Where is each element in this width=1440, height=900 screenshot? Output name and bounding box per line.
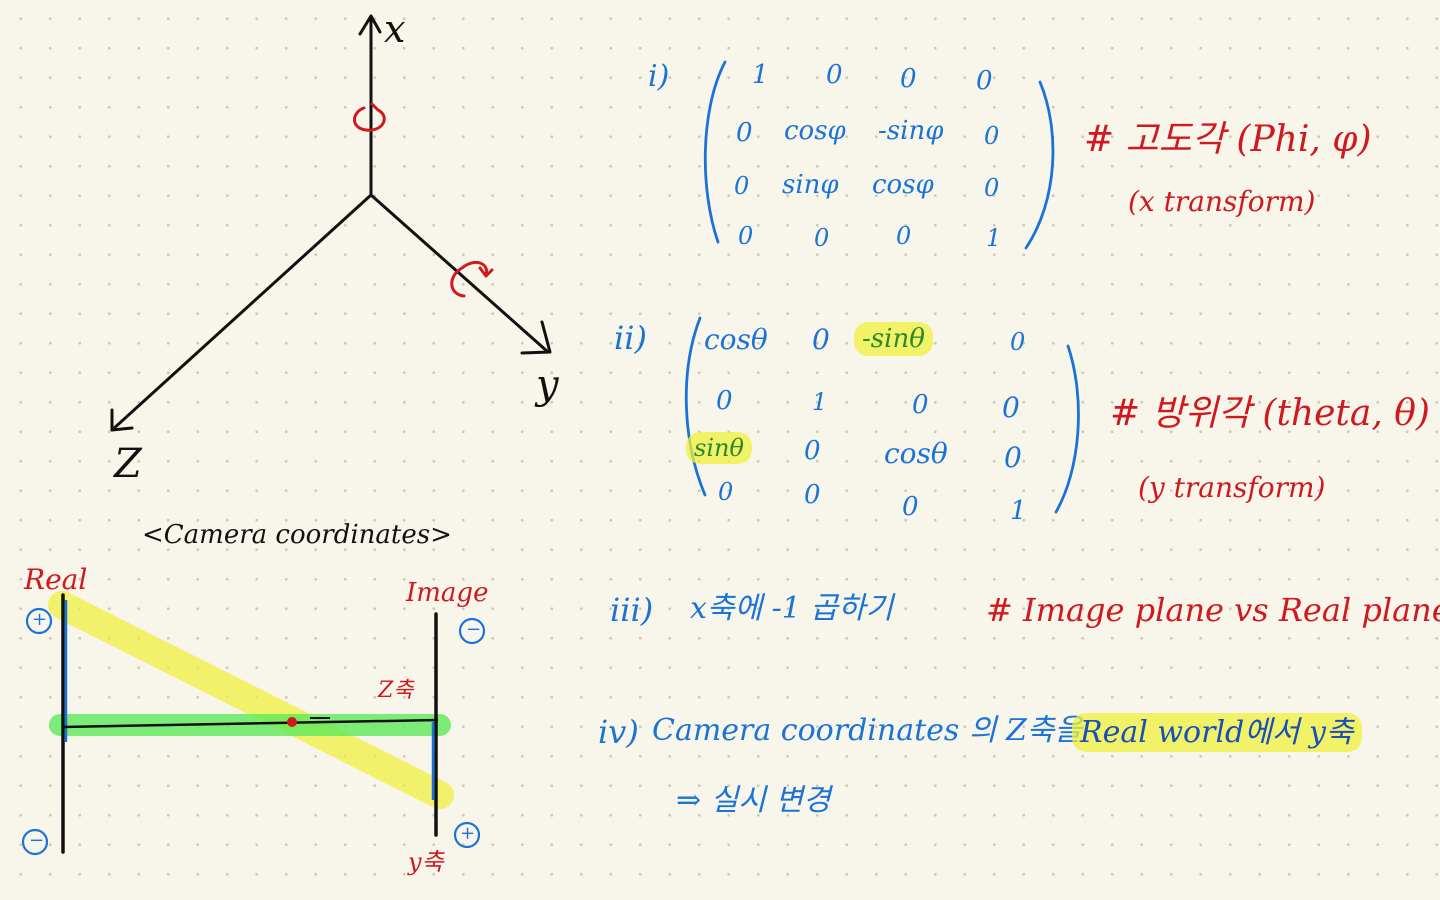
matrix-cell: sinθ bbox=[686, 432, 752, 464]
matrix-cell: 0 bbox=[812, 323, 830, 356]
camera-axes bbox=[110, 14, 552, 432]
matrix-ii-right-bracket bbox=[1054, 344, 1080, 514]
y-axis-arrowhead bbox=[520, 320, 552, 355]
y-axis-label: y bbox=[536, 362, 559, 408]
step-iii-label: iii) bbox=[610, 591, 654, 629]
matrix-cell: 0 bbox=[896, 222, 912, 250]
matrix-cell: 0 bbox=[734, 172, 750, 200]
matrix-i-subnote: (x transform) bbox=[1128, 185, 1316, 218]
matrix-i-left-bracket bbox=[703, 60, 727, 244]
matrix-brackets bbox=[684, 60, 1080, 514]
matrix-cell: cosθ bbox=[704, 323, 768, 356]
step-iv-highlight: Real world에서 y축 bbox=[1072, 713, 1362, 752]
image-plus-sign: + bbox=[460, 823, 476, 844]
matrix-cell: 1 bbox=[752, 60, 769, 90]
z-axis-horizontal bbox=[62, 718, 439, 729]
image-minus-circle bbox=[458, 617, 486, 645]
real-plane-label: Real bbox=[24, 563, 88, 596]
z-axis-arrowhead bbox=[110, 408, 134, 432]
matrix-cell: 0 bbox=[804, 436, 821, 466]
image-plus-circle bbox=[453, 821, 481, 849]
image-minus-sign: − bbox=[466, 619, 482, 640]
y-rotation-icon bbox=[450, 260, 494, 298]
matrix-cell: -sinφ bbox=[878, 116, 944, 146]
matrix-cell: sinφ bbox=[782, 170, 839, 200]
matrix-cell: 0 bbox=[826, 60, 843, 90]
matrix-cell: 0 bbox=[902, 492, 919, 522]
step-iv-result: ⇒ 실시 변경 bbox=[676, 783, 831, 818]
step-iv-label: iv) bbox=[598, 713, 639, 751]
step-iv-highlight-wrap: Real world에서 y축 bbox=[1072, 713, 1362, 752]
matrix-cell: 0 bbox=[738, 222, 754, 250]
y-axis-plane-label: y축 bbox=[408, 848, 444, 876]
matrix-cell: 0 bbox=[736, 118, 753, 148]
image-plane-label: Image bbox=[406, 578, 489, 608]
matrix-cell: 0 bbox=[976, 66, 993, 96]
matrix-cell: 0 bbox=[716, 386, 733, 416]
z-axis-label: Z bbox=[114, 441, 142, 487]
matrix-cell: 0 bbox=[984, 174, 1000, 202]
matrix-cell: 0 bbox=[984, 122, 1000, 150]
matrix-cell: -sinθ bbox=[854, 322, 933, 356]
matrix-cell: 0 bbox=[804, 480, 821, 510]
y-axis-line bbox=[369, 193, 550, 354]
matrix-i-right-bracket bbox=[1024, 80, 1055, 250]
z-axis-line bbox=[110, 193, 373, 432]
matrix-cell: cosφ bbox=[784, 116, 846, 146]
matrix-cell-highlight: sinθ bbox=[686, 432, 752, 464]
matrix-cell: 1 bbox=[812, 388, 828, 416]
real-minus-circle bbox=[21, 828, 49, 856]
step-iv-text: Camera coordinates 의 Z축을 bbox=[652, 713, 1082, 748]
matrix-i-label: i) bbox=[648, 59, 670, 94]
camera-caption: <Camera coordinates> bbox=[142, 520, 452, 550]
matrix-cell: 0 bbox=[1004, 441, 1022, 474]
step-iii-note: # Image plane vs Real plane bbox=[986, 591, 1440, 629]
z-axis-plane-label: Z축 bbox=[378, 678, 414, 703]
matrix-cell: cosθ bbox=[884, 437, 948, 470]
matrix-cell: 1 bbox=[986, 224, 1002, 252]
matrix-cell: 0 bbox=[718, 478, 734, 506]
x-axis-label: x bbox=[384, 7, 406, 51]
yellow-ray-highlight bbox=[48, 591, 454, 809]
matrix-ii-subnote: (y transform) bbox=[1138, 471, 1326, 504]
focal-point bbox=[287, 717, 297, 727]
real-plus-circle bbox=[25, 607, 53, 635]
x-axis-arrowhead bbox=[358, 14, 382, 36]
matrix-ii-label: ii) bbox=[614, 319, 647, 357]
matrix-ii-note: # 방위각 (theta, θ) bbox=[1110, 393, 1430, 434]
matrix-i-note: # 고도각 (Phi, φ) bbox=[1084, 119, 1372, 160]
matrix-cell: 1 bbox=[1010, 496, 1027, 526]
matrix-cell: 0 bbox=[912, 390, 929, 420]
plane-diagram bbox=[21, 591, 486, 856]
matrix-cell: 0 bbox=[1010, 328, 1026, 356]
matrix-ii-left-bracket bbox=[684, 316, 707, 497]
matrix-cell-highlight: -sinθ bbox=[854, 322, 933, 356]
real-plus-sign: + bbox=[32, 609, 48, 630]
step-iii-text: x축에 -1 곱하기 bbox=[690, 591, 894, 626]
matrix-cell: 0 bbox=[900, 64, 917, 94]
rotation-marks bbox=[353, 102, 494, 298]
matrix-cell: cosφ bbox=[872, 170, 934, 200]
matrix-cell: 0 bbox=[814, 224, 830, 252]
x-rotation-icon bbox=[353, 102, 386, 132]
real-minus-sign: − bbox=[29, 830, 45, 851]
matrix-cell: 0 bbox=[1002, 391, 1020, 424]
